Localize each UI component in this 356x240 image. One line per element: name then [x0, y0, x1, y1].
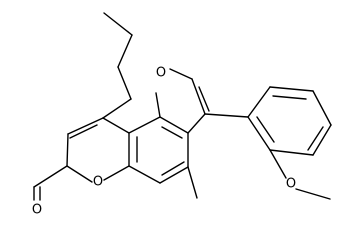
bond	[117, 66, 132, 100]
atom-label-lactone-oxygen: O	[93, 175, 103, 190]
atom-label-methoxy-oxygen: O	[286, 177, 296, 192]
bond	[307, 126, 324, 151]
molecule-structure: O O O O	[32, 12, 332, 218]
aryl-link-bond	[204, 113, 249, 118]
methoxy-bond	[269, 149, 287, 179]
furan-ring	[155, 68, 210, 134]
bond	[66, 133, 69, 167]
methoxyphenyl-ring	[247, 86, 332, 156]
methyl-bond	[187, 166, 198, 199]
butyl-chain	[102, 12, 133, 119]
bond	[67, 117, 104, 135]
bond	[198, 86, 210, 112]
bond	[33, 165, 68, 188]
bond	[103, 165, 130, 181]
bond	[256, 116, 275, 143]
methoxy-methyl-bond	[295, 188, 331, 200]
bond	[155, 92, 161, 118]
bond	[169, 68, 193, 80]
bond	[269, 86, 314, 92]
bond	[102, 98, 132, 119]
bond	[66, 165, 93, 183]
bond	[247, 116, 271, 151]
bond	[161, 161, 185, 176]
bond	[312, 90, 332, 126]
bond	[247, 86, 271, 118]
atom-label-furan-oxygen: O	[156, 66, 166, 81]
benzene-ring	[128, 116, 189, 184]
bond	[102, 117, 130, 134]
bond	[117, 34, 133, 68]
bond	[128, 116, 161, 134]
atom-label-carbonyl-oxygen: O	[32, 203, 42, 218]
bond	[187, 113, 206, 134]
bond	[161, 126, 183, 139]
bond	[128, 165, 161, 184]
bond	[159, 166, 189, 184]
bond	[159, 116, 189, 134]
bond	[272, 95, 307, 100]
bond	[312, 124, 332, 156]
pyranone-ring	[33, 117, 130, 188]
bond	[103, 12, 133, 36]
bond	[69, 124, 98, 139]
bond	[191, 78, 206, 115]
bond	[269, 149, 314, 156]
